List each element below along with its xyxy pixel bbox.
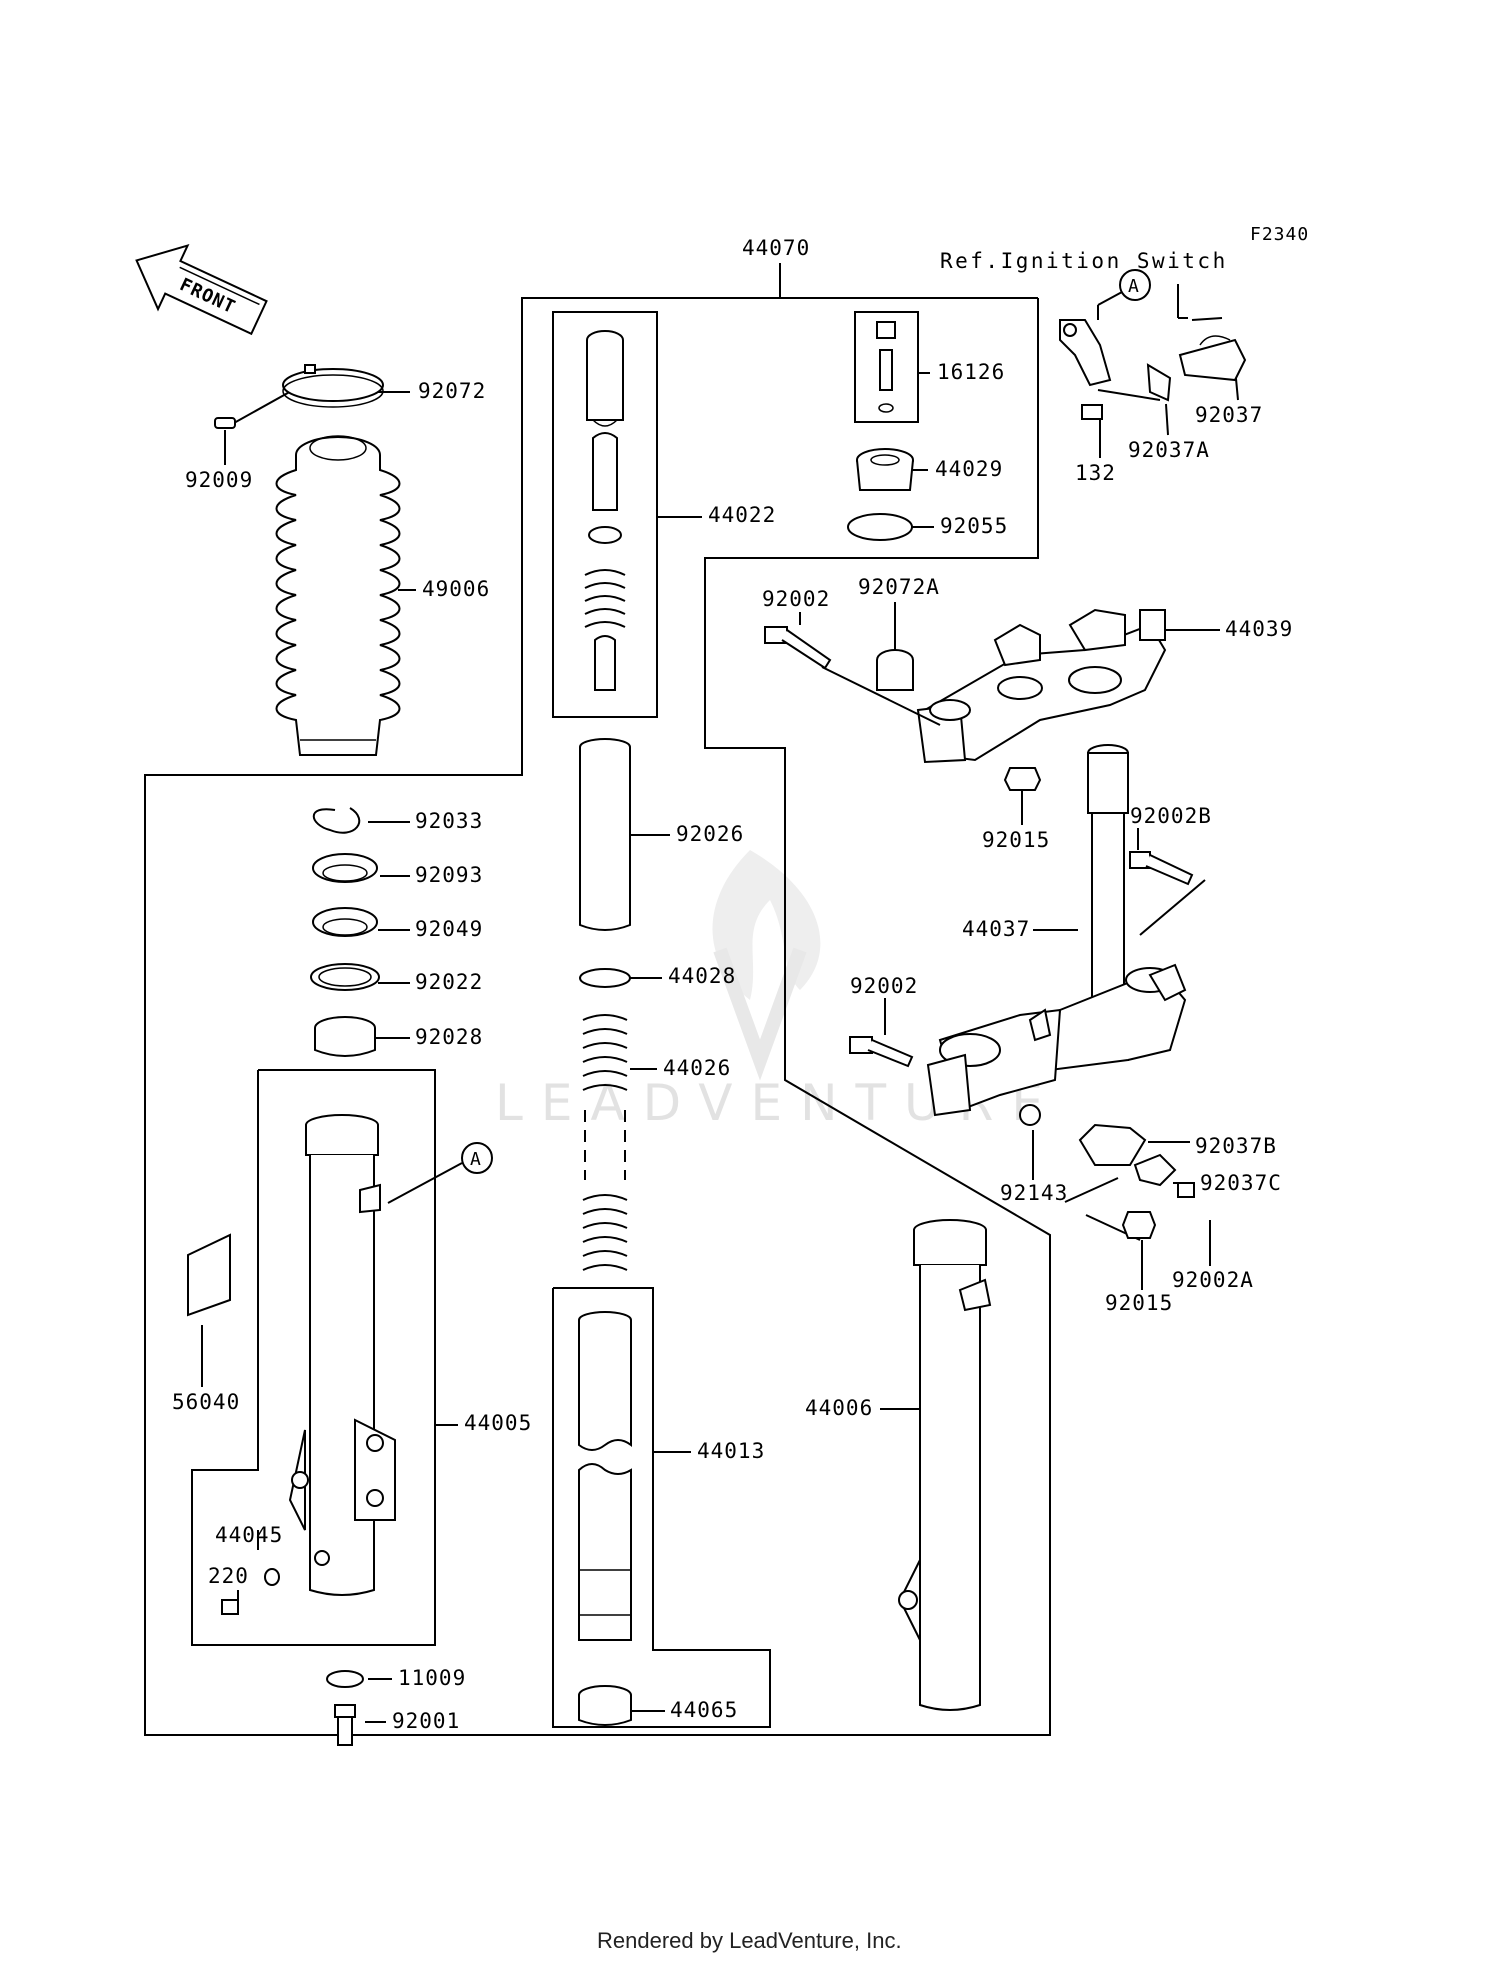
label-92037A: 92037A <box>1128 438 1210 462</box>
label-44028: 44028 <box>668 964 736 988</box>
bushing-44065-icon <box>578 1685 632 1726</box>
footer-rendered-by: Rendered by LeadVenture, Inc. <box>597 1928 902 1953</box>
label-92002A: 92002A <box>1172 1268 1254 1292</box>
label-44070: 44070 <box>742 236 810 260</box>
label-92093: 92093 <box>415 863 483 887</box>
label-44026: 44026 <box>663 1056 731 1080</box>
steering-stem-44037-icon <box>926 744 1187 1117</box>
label-92072A: 92072A <box>858 575 940 599</box>
bolt-92002-top-icon <box>764 626 941 726</box>
nut-92015-top-icon <box>1003 767 1042 791</box>
clamp-92072-icon <box>282 364 384 408</box>
outer-tube-44005-icon <box>288 1114 396 1596</box>
label-92028: 92028 <box>415 1025 483 1049</box>
label-92037C: 92037C <box>1200 1171 1282 1195</box>
label-49006: 49006 <box>422 577 490 601</box>
label-44037: 44037 <box>962 917 1030 941</box>
label-92015-top: 92015 <box>982 828 1050 852</box>
group-box-44013 <box>552 1287 771 1728</box>
label-92026: 92026 <box>676 822 744 846</box>
ref-marker-a-bottom: A <box>461 1142 493 1174</box>
leader-lines <box>201 284 1239 1723</box>
label-132: 132 <box>1075 461 1116 485</box>
label-44039: 44039 <box>1225 617 1293 641</box>
ignition-bracket-icon <box>1059 319 1247 420</box>
valve-16126-icon <box>876 321 896 413</box>
label-92143: 92143 <box>1000 1181 1068 1205</box>
damper-rod-44022-icon <box>584 330 626 691</box>
label-92002-mid: 92002 <box>850 974 918 998</box>
ref-marker-a-top: A <box>1119 269 1151 301</box>
label-56040: 56040 <box>172 1390 240 1414</box>
washer-44045-icon <box>264 1568 280 1586</box>
label-44045: 44045 <box>215 1523 283 1547</box>
ref-marker-a-bottom-text: A <box>470 1149 482 1170</box>
stopper-ring-92033-icon <box>312 807 361 834</box>
gasket-11009-icon <box>326 1670 364 1688</box>
screw-92009-icon <box>214 417 236 429</box>
reflector-56040-icon <box>187 1233 231 1317</box>
label-16126: 16126 <box>937 360 1005 384</box>
nut-92015-bottom-icon <box>1121 1211 1157 1239</box>
label-92033: 92033 <box>415 809 483 833</box>
fork-spring-44026-icon <box>582 1014 628 1271</box>
label-92009: 92009 <box>185 468 253 492</box>
assembly-box-44070 <box>144 297 1051 1736</box>
label-44022: 44022 <box>708 503 776 527</box>
outer-tube-44006-icon <box>898 1219 992 1711</box>
bolt-92002-mid-icon <box>849 1036 914 1068</box>
label-92002-top: 92002 <box>762 587 830 611</box>
upper-bracket-44039-icon <box>916 608 1167 764</box>
label-92037B: 92037B <box>1195 1134 1277 1158</box>
screw-220-icon <box>221 1599 239 1615</box>
label-92022: 92022 <box>415 970 483 994</box>
group-box-44005 <box>191 1069 436 1646</box>
clamps-92037bc-icon <box>1078 1123 1195 1241</box>
o-ring-92055-icon <box>847 513 913 541</box>
label-92055: 92055 <box>940 514 1008 538</box>
bolt-92002b-icon <box>1129 851 1206 936</box>
label-11009: 11009 <box>398 1666 466 1690</box>
ref-marker-a-top-text: A <box>1128 276 1140 297</box>
label-220: 220 <box>208 1564 249 1588</box>
group-box-44022 <box>552 311 658 718</box>
label-44006: 44006 <box>805 1396 873 1420</box>
bushing-92028-icon <box>314 1028 376 1057</box>
label-92001: 92001 <box>392 1709 460 1733</box>
label-92015-bot: 92015 <box>1105 1291 1173 1315</box>
label-44029: 44029 <box>935 457 1003 481</box>
oil-seal-92049-icon <box>312 907 378 937</box>
seal-stack-icon <box>310 807 380 1057</box>
washer-92143-icon <box>1019 1104 1041 1126</box>
label-44005: 44005 <box>464 1411 532 1435</box>
front-arrow-icon: FRONT <box>135 244 268 336</box>
group-box-16126 <box>854 311 919 423</box>
inner-tube-44013-icon <box>578 1311 632 1641</box>
spacer-92026-icon <box>579 738 631 931</box>
figure-code: F2340 <box>1250 224 1309 245</box>
label-92049: 92049 <box>415 917 483 941</box>
collar-92072a-icon <box>876 649 914 691</box>
label-92037: 92037 <box>1195 403 1263 427</box>
fork-boot-49006-icon <box>275 435 401 756</box>
label-44013: 44013 <box>697 1439 765 1463</box>
bolt-92001-icon <box>334 1704 356 1746</box>
spring-seat-44028-icon <box>579 968 631 988</box>
reference-note: Ref.Ignition Switch <box>940 249 1228 273</box>
label-44065: 44065 <box>670 1698 738 1722</box>
dust-seal-92093-icon <box>312 853 378 883</box>
label-92002B: 92002B <box>1130 804 1212 828</box>
cap-bolt-44029-icon <box>856 448 914 491</box>
label-92072: 92072 <box>418 379 486 403</box>
